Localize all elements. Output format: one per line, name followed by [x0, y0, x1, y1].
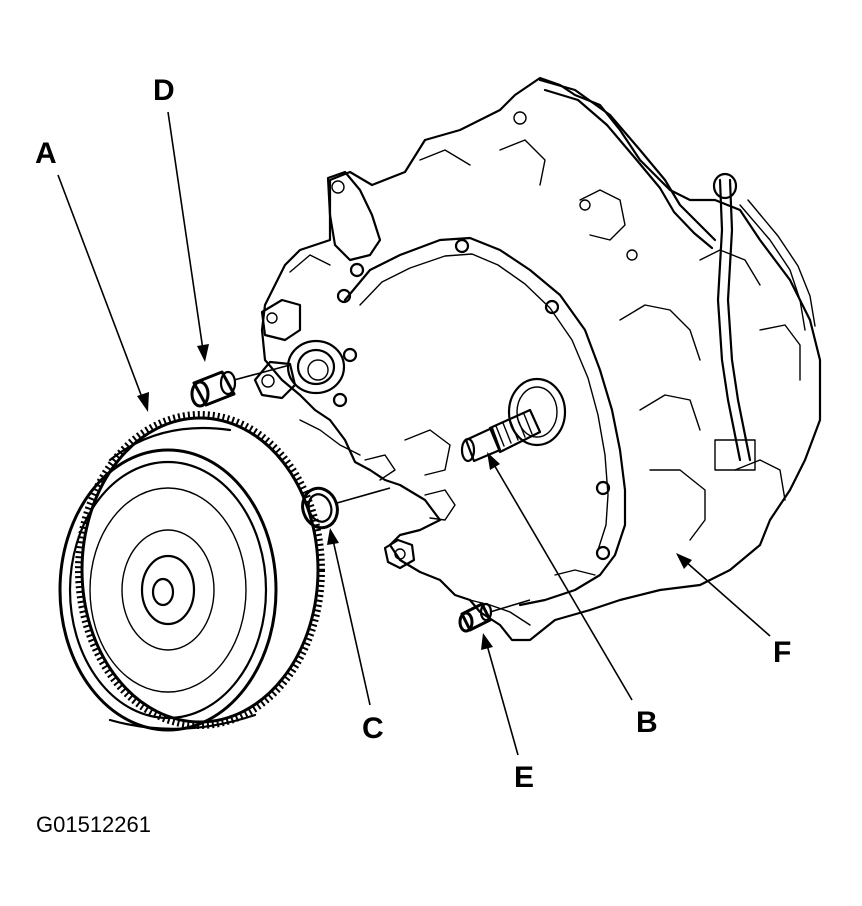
callout-f: F [773, 636, 791, 669]
callout-c: C [362, 712, 384, 745]
callout-d: D [153, 74, 175, 107]
transmission-case [253, 76, 822, 642]
leader-lines [57, 111, 771, 756]
callout-e: E [514, 761, 534, 794]
dowel-pin-d [190, 364, 291, 408]
figure-code: G01512261 [36, 812, 151, 837]
input-shaft [460, 377, 567, 463]
callout-b: B [636, 706, 658, 739]
dowel-pin-e [458, 599, 531, 633]
torque-converter [58, 411, 325, 732]
callout-a: A [35, 137, 57, 170]
o-ring-c [301, 486, 391, 530]
